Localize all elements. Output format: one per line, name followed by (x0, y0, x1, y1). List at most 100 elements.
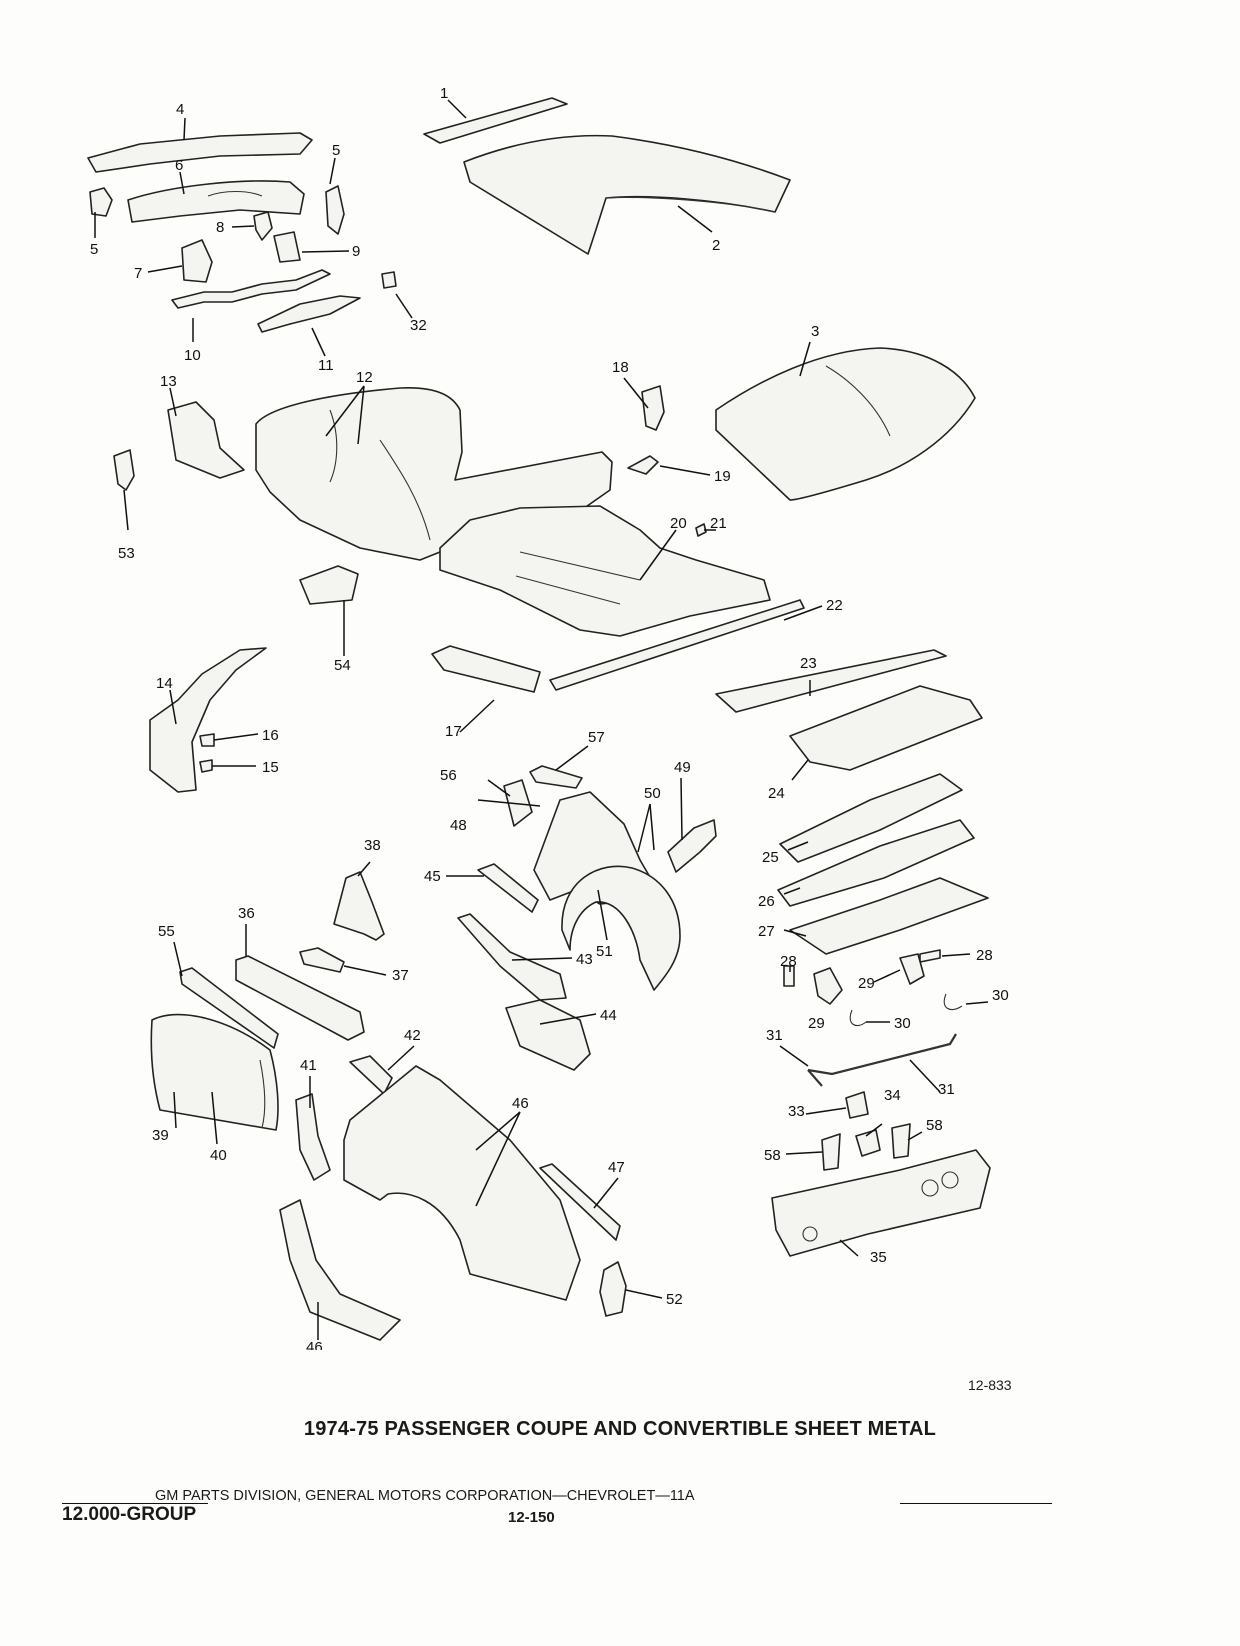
footer-page-number: 12-150 (508, 1509, 555, 1526)
footer-group-label: 12.000-GROUP (62, 1504, 197, 1525)
callout-1: 1 (440, 85, 448, 102)
part-bracket-58-right (891, 1123, 911, 1159)
part-wheelhouse-outer (561, 865, 681, 991)
callout-58: 58 (764, 1147, 781, 1164)
part-bracket-29-left (813, 967, 843, 1005)
callout-18: 18 (612, 359, 629, 376)
callout-27: 27 (758, 923, 775, 940)
part-hinge-pillar (295, 1093, 331, 1181)
callout-31: 31 (766, 1027, 783, 1044)
callout-29: 29 (858, 975, 875, 992)
footer-division-text: GM PARTS DIVISION, GENERAL MOTORS CORPOR… (155, 1488, 695, 1504)
callout-2: 2 (712, 237, 720, 254)
footer-rule (62, 1492, 1052, 1510)
part-dash-brace (171, 269, 331, 309)
part-upright-bracket (641, 385, 665, 431)
part-clip-21 (695, 523, 707, 537)
part-rear-floor-pan (439, 505, 771, 637)
callout-37: 37 (392, 967, 409, 984)
callout-33: 33 (788, 1103, 805, 1120)
part-rear-panel-upper (715, 649, 947, 713)
callout-7: 7 (134, 265, 142, 282)
part-bracket-57 (529, 765, 583, 789)
part-quarter-inner-rail (457, 913, 567, 1001)
callout-5: 5 (332, 142, 340, 159)
callout-35: 35 (870, 1249, 887, 1266)
callout-4: 4 (176, 101, 184, 118)
callout-57: 57 (588, 729, 605, 746)
callout-51: 51 (596, 943, 613, 960)
callout-20: 20 (670, 515, 687, 532)
part-bracket-45 (477, 863, 539, 913)
exploded-parts-diagram: 1 2 3 4 5 5 6 7 8 9 10 11 12 13 14 15 16… (87, 85, 1009, 1350)
callout-39: 39 (152, 1127, 169, 1144)
callout-labels: 1 2 3 4 5 5 6 7 8 9 10 11 12 13 14 15 16… (90, 85, 1009, 1350)
part-trunk-floor (789, 685, 983, 771)
part-rocker-sill (549, 599, 805, 691)
callout-14: 14 (156, 675, 173, 692)
callout-26: 26 (758, 893, 775, 910)
part-rear-valance (789, 877, 989, 955)
callout-31: 31 (938, 1081, 955, 1098)
footer-rule-right (900, 1503, 1052, 1504)
callout-30: 30 (992, 987, 1009, 1004)
callout-3: 3 (811, 323, 819, 340)
callout-15: 15 (262, 759, 279, 776)
part-shapes (87, 97, 991, 1341)
callout-25: 25 (762, 849, 779, 866)
part-plenum-panel (257, 295, 361, 333)
part-small-clip-16 (199, 733, 215, 747)
part-hook-30-right (943, 993, 963, 1011)
part-cowl-bracket-right (325, 185, 345, 235)
part-rear-end-panel (771, 1149, 991, 1257)
part-bracket-56 (503, 779, 533, 827)
part-bracket-33 (845, 1091, 869, 1119)
part-hood (715, 347, 976, 501)
figure-reference-number: 12-833 (968, 1377, 1012, 1393)
callout-21: 21 (710, 515, 727, 532)
callout-50: 50 (644, 785, 661, 802)
part-roof-panel (463, 134, 791, 255)
callout-43: 43 (576, 951, 593, 968)
callout-28: 28 (780, 953, 797, 970)
callout-46: 46 (306, 1339, 323, 1350)
part-cowl-upper-panel (87, 132, 313, 173)
callout-41: 41 (300, 1057, 317, 1074)
footer-rule-left (62, 1503, 208, 1504)
part-cowl-bracket-left (89, 187, 113, 217)
callout-19: 19 (714, 468, 731, 485)
part-triangular-reinforcement (273, 231, 301, 263)
callout-13: 13 (160, 373, 177, 390)
part-clip (381, 271, 397, 289)
callout-52: 52 (666, 1291, 683, 1308)
callout-9: 9 (352, 243, 360, 260)
callout-5: 5 (90, 241, 98, 258)
part-rear-crossmember (777, 819, 975, 907)
part-lock-pillar (333, 871, 385, 941)
callout-54: 54 (334, 657, 351, 674)
figure-title: 1974-75 PASSENGER COUPE AND CONVERTIBLE … (303, 1418, 937, 1440)
part-bracket-58-left (821, 1133, 841, 1171)
part-support-rod (807, 1033, 957, 1076)
part-quarter-panel (343, 1065, 581, 1301)
part-small-bracket (253, 211, 273, 241)
callout-58: 58 (926, 1117, 943, 1134)
leader-lines (94, 99, 989, 1340)
part-small-clip-15 (199, 759, 213, 773)
callout-55: 55 (158, 923, 175, 940)
callout-45: 45 (424, 868, 441, 885)
part-windshield-pillar (149, 647, 267, 793)
callout-40: 40 (210, 1147, 227, 1164)
callout-56: 56 (440, 767, 457, 784)
part-cowl-side-panel (167, 401, 245, 479)
callout-36: 36 (238, 905, 255, 922)
callout-46: 46 (512, 1095, 529, 1112)
part-bolt-right (919, 949, 941, 963)
callout-16: 16 (262, 727, 279, 744)
callout-32: 32 (410, 317, 427, 334)
part-bracket-52 (599, 1261, 627, 1317)
callout-44: 44 (600, 1007, 617, 1024)
callout-11: 11 (318, 357, 334, 374)
callout-47: 47 (608, 1159, 625, 1176)
callout-22: 22 (826, 597, 843, 614)
